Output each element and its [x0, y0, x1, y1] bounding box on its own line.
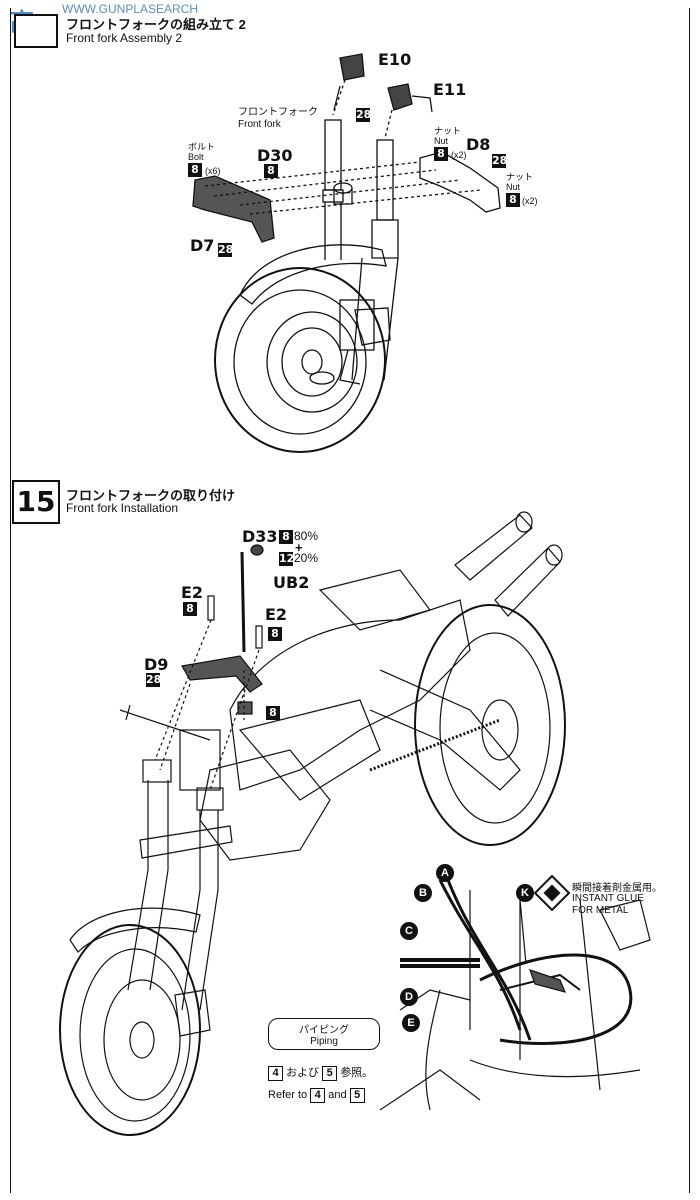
step15-title-en: Front fork Installation — [66, 501, 179, 515]
color-code-8: 8 — [279, 530, 293, 544]
label-e11: E11 — [433, 80, 467, 99]
color-code-8: 8 — [266, 706, 280, 720]
label-e2-right: E2 — [265, 605, 288, 624]
color-code-8: 8 — [183, 602, 197, 616]
step15-illustration — [59, 511, 651, 1136]
piping-reference-en: Refer to 4 and 5 — [268, 1088, 365, 1103]
glue-note-jp: 瞬間接着剤金属用。 — [572, 883, 662, 894]
color-code-12: 12 — [279, 552, 295, 566]
color-code-8: 8 — [434, 147, 448, 161]
label-ub2: UB2 — [273, 573, 310, 592]
nut-count: (x2) — [522, 196, 538, 206]
label-d7: D7 — [190, 236, 215, 255]
step14-title-en: Front fork Assembly 2 — [66, 31, 183, 45]
mix-20-percent: 20% — [294, 551, 319, 565]
color-code-8: 8 — [264, 164, 278, 178]
detail-marker-d: D — [400, 988, 418, 1006]
ref-step-5: 5 — [349, 1088, 365, 1103]
ref-step-5: 5 — [322, 1066, 338, 1081]
color-code-28: 28 — [492, 154, 508, 168]
label-d8: D8 — [466, 135, 491, 154]
piping-label-jp: パイピング — [299, 1025, 349, 1036]
color-code-8: 8 — [188, 163, 202, 177]
label-d9: D9 — [144, 655, 169, 674]
page-frame — [10, 8, 690, 1193]
nut-label-jp: ナット — [434, 126, 462, 136]
bolt-label-jp: ボルト — [188, 142, 216, 152]
ref-prefix-en: Refer to — [268, 1089, 308, 1101]
step15-title-jp: フロントフォークの取り付け — [66, 488, 236, 503]
detail-marker-a: A — [436, 864, 454, 882]
color-code-8: 8 — [506, 193, 520, 207]
front-fork-label-en: Front fork — [238, 119, 281, 130]
color-code-28: 28 — [356, 108, 372, 122]
detail-marker-k: K — [516, 884, 534, 902]
piping-reference-jp: 4 および 5 参照。 — [268, 1064, 373, 1081]
ref-step-4: 4 — [268, 1066, 283, 1081]
glue-note-en-1: INSTANT GLUE — [572, 893, 644, 904]
color-code-28: 28 — [146, 673, 162, 687]
label-e10: E10 — [378, 50, 412, 69]
step14-title-jp: フロントフォークの組み立て 2 — [66, 17, 246, 32]
nut-label-jp: ナット — [506, 172, 534, 182]
label-d30: D30 — [257, 146, 293, 165]
glue-note-en-2: FOR METAL — [572, 905, 629, 916]
bolt-count: (x6) — [205, 166, 221, 176]
ref-step-4: 4 — [310, 1088, 326, 1103]
watermark-site: WWW.GUNPLASEARCH — [62, 2, 199, 16]
detail-marker-e: E — [402, 1014, 420, 1032]
bolt-label-en: Bolt — [188, 152, 204, 162]
label-e2-left: E2 — [181, 583, 204, 602]
ref-tail-jp: 参照。 — [340, 1067, 374, 1079]
color-code-8: 8 — [268, 627, 282, 641]
ref-and-jp: および — [286, 1067, 320, 1079]
color-code-28: 28 — [218, 243, 234, 257]
ref-and-en: and — [328, 1089, 347, 1101]
piping-label-en: Piping — [310, 1036, 338, 1047]
mix-plus: + — [295, 540, 303, 555]
step15-number-box: 15 — [12, 480, 60, 524]
piping-box: パイピング Piping — [268, 1018, 380, 1050]
label-d33: D33 — [242, 527, 278, 546]
step14-number-box — [14, 14, 58, 48]
mix-80-percent: 80% — [294, 529, 319, 543]
front-fork-label-jp: フロントフォーク — [238, 107, 318, 118]
detail-marker-b: B — [414, 884, 432, 902]
step14-illustration — [192, 53, 501, 453]
nut-label-en: Nut — [506, 182, 521, 192]
detail-marker-c: C — [400, 922, 418, 940]
nut-count: (x2) — [451, 150, 467, 160]
nut-label-en: Nut — [434, 136, 449, 146]
